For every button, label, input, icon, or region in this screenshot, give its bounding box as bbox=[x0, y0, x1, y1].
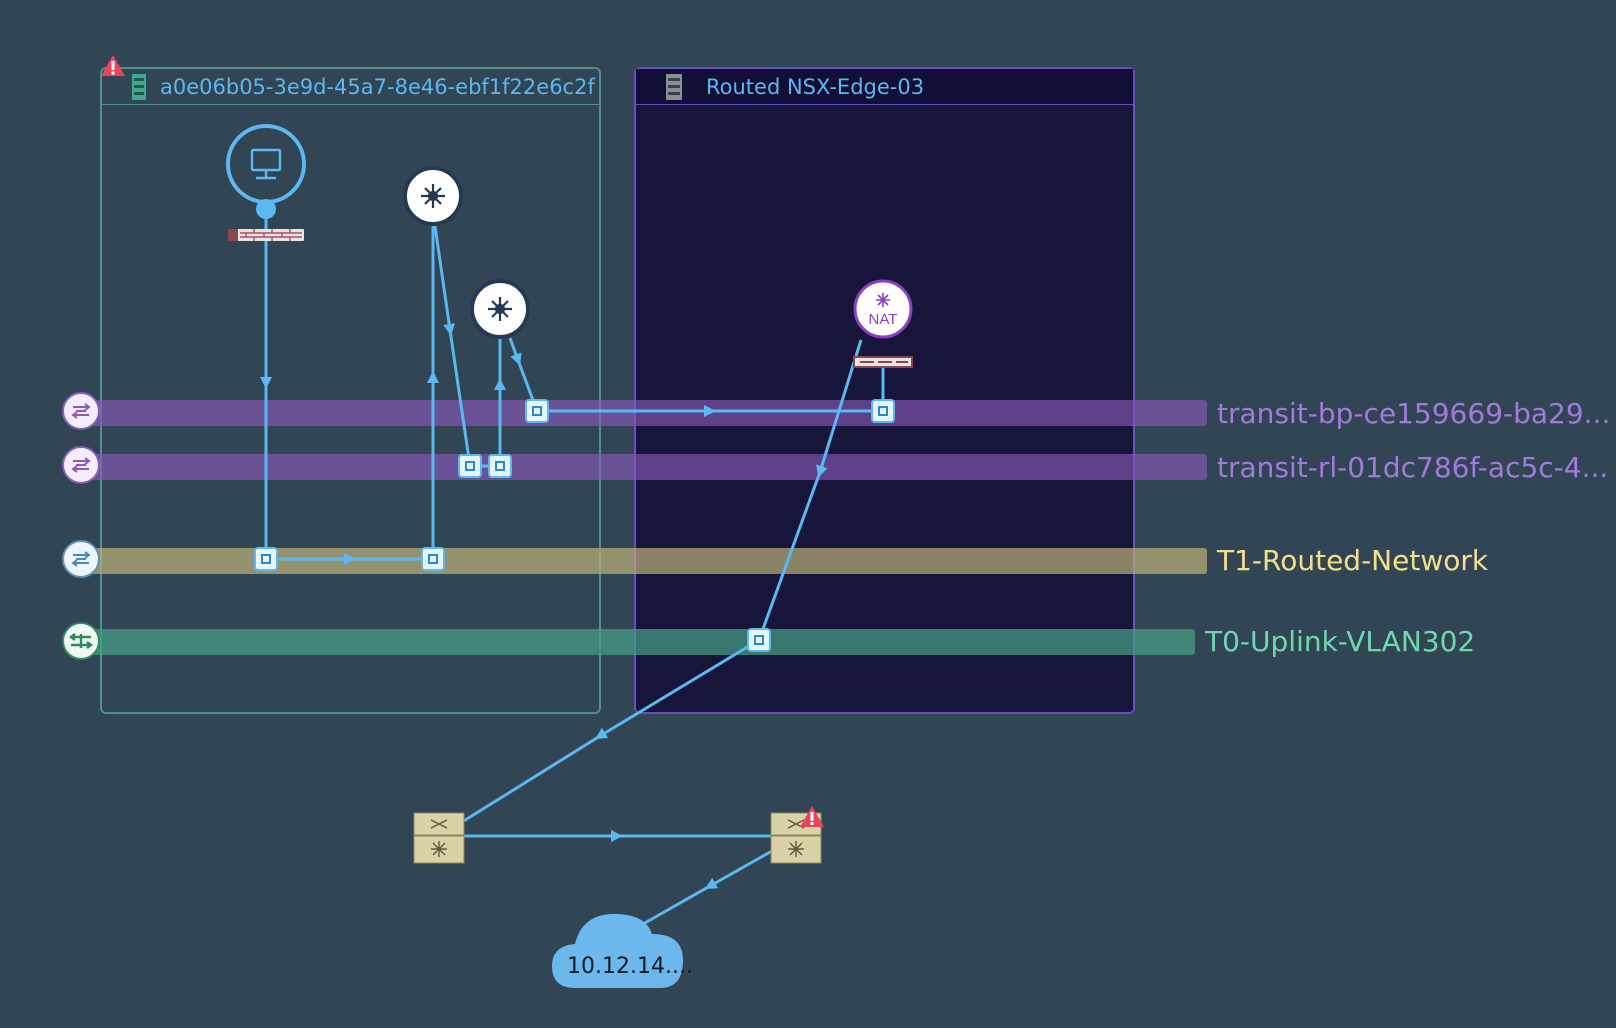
nat-label: NAT bbox=[868, 311, 898, 328]
vm-container[interactable]: a0e06b05-3e9d-45a7-8e46-ebf1f22e6c2f bbox=[100, 67, 601, 714]
physical-switch-2 bbox=[770, 806, 824, 864]
segment-icon[interactable] bbox=[62, 540, 100, 578]
nat-node bbox=[853, 279, 913, 368]
segment-icon[interactable] bbox=[62, 446, 100, 484]
physical-switch-2-hit[interactable] bbox=[771, 813, 821, 863]
alert-icon bbox=[800, 806, 824, 827]
alert-icon[interactable] bbox=[100, 54, 126, 78]
router-icon bbox=[421, 184, 445, 208]
segment-icon[interactable] bbox=[62, 392, 100, 430]
link-router1-transit-rl bbox=[433, 225, 472, 467]
network-label-transit-rl[interactable]: transit-rl-01dc786f-ac5c-4... bbox=[1217, 451, 1609, 484]
ports bbox=[254, 399, 895, 652]
port-icon bbox=[458, 454, 482, 478]
router-node-2 bbox=[470, 279, 530, 339]
router-node-1 bbox=[403, 166, 463, 226]
vm-node-hit[interactable] bbox=[226, 124, 306, 204]
firewall-icon bbox=[228, 229, 304, 241]
link-nat-t0 bbox=[757, 339, 863, 641]
vm-node bbox=[226, 124, 306, 241]
cloud-label[interactable]: 10.12.14.... bbox=[567, 954, 693, 979]
network-label-t0[interactable]: T0-Uplink-VLAN302 bbox=[1205, 625, 1476, 658]
port-icon bbox=[871, 399, 895, 423]
vm-container-title: a0e06b05-3e9d-45a7-8e46-ebf1f22e6c2f bbox=[160, 74, 595, 99]
link-router2-transit-bp bbox=[508, 337, 539, 412]
firewall-icon bbox=[853, 356, 913, 368]
network-label-t1[interactable]: T1-Routed-Network bbox=[1217, 544, 1489, 577]
router-node-2-hit[interactable] bbox=[470, 279, 530, 339]
vm-container-header[interactable]: a0e06b05-3e9d-45a7-8e46-ebf1f22e6c2f bbox=[102, 69, 599, 105]
edge-container[interactable]: Routed NSX-Edge-03 bbox=[634, 67, 1135, 714]
physical-switch-1-hit[interactable] bbox=[414, 813, 464, 863]
edge-container-header[interactable]: Routed NSX-Edge-03 bbox=[636, 69, 1133, 105]
port-icon bbox=[421, 547, 445, 571]
edge-container-title: Routed NSX-Edge-03 bbox=[706, 74, 925, 99]
network-label-transit-bp[interactable]: transit-bp-ce159669-ba29... bbox=[1217, 397, 1611, 430]
router-icon bbox=[488, 297, 512, 321]
vm-monitor-icon bbox=[250, 148, 282, 180]
port-icon bbox=[525, 399, 549, 423]
physical-router-icon bbox=[430, 819, 448, 857]
port-icon bbox=[488, 454, 512, 478]
nat-node-hit[interactable] bbox=[853, 279, 913, 339]
port-icon bbox=[254, 547, 278, 571]
router-node-1-hit[interactable] bbox=[403, 166, 463, 226]
vlan-icon[interactable] bbox=[62, 622, 100, 660]
router-icon bbox=[876, 293, 890, 307]
link-switch2-cloud bbox=[635, 849, 773, 930]
server-icon bbox=[666, 73, 682, 100]
network-band-t0[interactable] bbox=[82, 629, 1195, 655]
network-band-transit-rl[interactable] bbox=[82, 454, 1207, 480]
physical-switch-1 bbox=[413, 812, 465, 864]
server-icon bbox=[132, 73, 146, 100]
cloud-icon bbox=[552, 913, 683, 988]
link-t0-switch1 bbox=[461, 638, 760, 824]
port-icon bbox=[747, 628, 771, 652]
network-band-transit-bp[interactable] bbox=[82, 400, 1207, 426]
